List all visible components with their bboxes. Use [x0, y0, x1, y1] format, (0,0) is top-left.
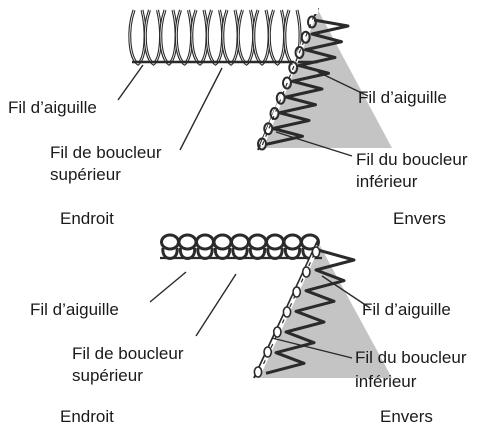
label-needle-thread-left-1: Fil d’aiguille	[8, 98, 97, 118]
chain-loop-top	[197, 235, 214, 249]
label-back-side-1: Envers	[393, 209, 446, 229]
label-upper-looper-line2-2: supérieur	[72, 366, 143, 386]
chain-loop-top	[162, 235, 179, 249]
upper-looper-loops-1	[130, 10, 318, 64]
label-lower-looper-line1-2: Fil du boucleur	[355, 348, 467, 368]
leader-upper-looper-2	[196, 274, 236, 336]
upper-looper-loops-2	[160, 235, 322, 259]
needle-thread-loop	[283, 307, 290, 317]
label-back-side-2: Envers	[380, 407, 433, 427]
label-front-side-1: Endroit	[60, 209, 114, 229]
label-lower-looper-line1-1: Fil du boucleur	[356, 150, 468, 170]
leader-upper-looper-1	[180, 68, 222, 150]
label-lower-looper-line2-2: inférieur	[355, 372, 416, 392]
needle-thread-loop	[303, 267, 310, 277]
label-upper-looper-line1-1: Fil de boucleur	[50, 143, 162, 163]
leader-needle-left-2	[150, 272, 186, 302]
needle-thread-loop	[264, 347, 271, 357]
label-front-side-2: Endroit	[60, 407, 114, 427]
needle-thread-loop	[254, 367, 261, 377]
chain-loop-top	[179, 235, 196, 249]
chain-loop-top	[232, 235, 249, 249]
chain-loop-top	[284, 235, 301, 249]
label-needle-thread-right-2: Fil d’aiguille	[362, 300, 451, 320]
chain-loop-top	[214, 235, 231, 249]
chain-loop-top	[249, 235, 266, 249]
label-needle-thread-left-2: Fil d’aiguille	[30, 300, 119, 320]
needle-thread-loop	[312, 247, 319, 257]
label-needle-thread-right-1: Fil d’aiguille	[358, 88, 447, 108]
needle-thread-loop	[293, 287, 300, 297]
needle-thread-loop	[274, 327, 281, 337]
chain-loop-top	[267, 235, 284, 249]
leader-needle-left-1	[118, 65, 143, 100]
label-upper-looper-line2-1: supérieur	[50, 165, 121, 185]
label-lower-looper-line2-1: inférieur	[356, 172, 417, 192]
label-upper-looper-line1-2: Fil de boucleur	[72, 344, 184, 364]
